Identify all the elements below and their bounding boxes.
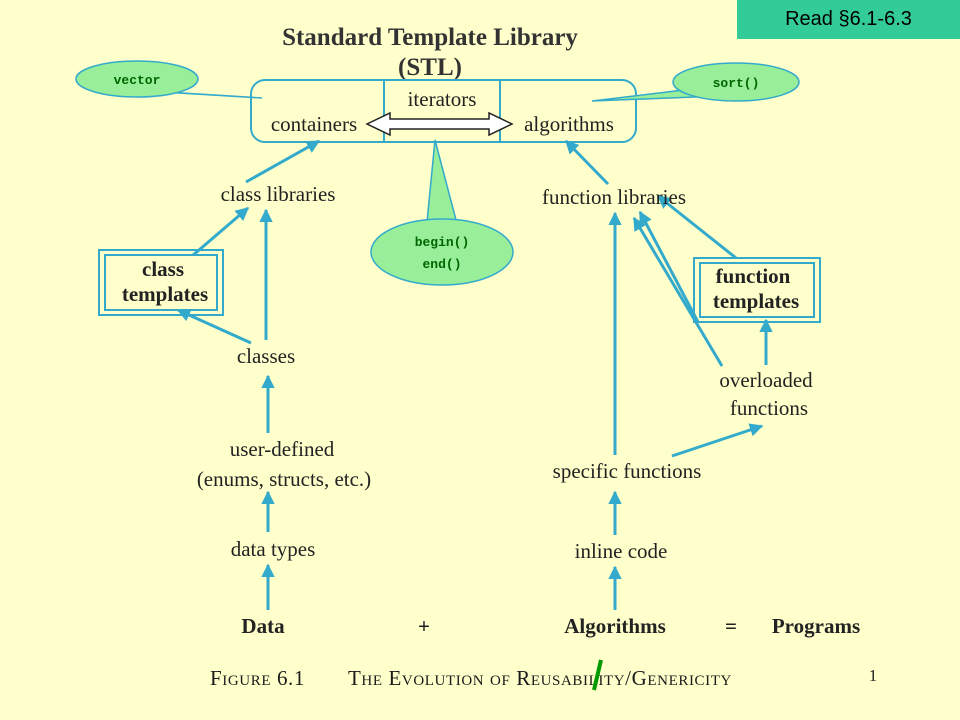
diagram-subtitle: (STL) bbox=[398, 54, 462, 81]
arrow-ftemplates-to-funclib-1 bbox=[638, 210, 700, 323]
arrow-ftemplates-to-funclib-2 bbox=[656, 194, 737, 260]
callout-sort: sort() bbox=[591, 62, 800, 102]
arrow-specific-to-overloaded bbox=[671, 423, 764, 458]
slash-mark bbox=[592, 659, 603, 691]
callout-begin-text: begin() bbox=[415, 235, 470, 250]
arrow-funclib-to-algorithms bbox=[564, 139, 610, 186]
arrow-overloaded-to-funclib bbox=[632, 216, 724, 367]
diagram-title: Standard Template Library bbox=[282, 24, 578, 51]
plus-sign: + bbox=[418, 614, 430, 638]
class-templates-line2: templates bbox=[122, 282, 208, 306]
function-libraries-label: function libraries bbox=[542, 185, 686, 209]
stl-box: containers iterators algorithms bbox=[250, 79, 637, 143]
reading-badge: Read §6.1-6.3 bbox=[737, 0, 960, 39]
equals-sign: = bbox=[725, 614, 737, 638]
inline-code-label: inline code bbox=[575, 539, 668, 563]
user-defined-line1: user-defined bbox=[230, 437, 335, 461]
figure-number: Figure 6.1 bbox=[210, 666, 305, 690]
user-defined-line2: (enums, structs, etc.) bbox=[197, 467, 371, 491]
callout-sort-text: sort() bbox=[713, 76, 760, 91]
function-templates-line2: templates bbox=[713, 289, 799, 313]
algorithms-label: algorithms bbox=[524, 112, 614, 136]
class-templates-line1: class bbox=[142, 257, 184, 281]
classes-label: classes bbox=[237, 344, 295, 368]
function-templates-box: function templates bbox=[693, 257, 821, 323]
class-libraries-label: class libraries bbox=[221, 182, 336, 206]
containers-label: containers bbox=[271, 112, 357, 136]
figure-title: The Evolution of Reusability/Genericity bbox=[348, 666, 732, 690]
callout-vector-text: vector bbox=[114, 73, 161, 88]
arrow-classlib-to-containers bbox=[245, 139, 321, 184]
right-branch-arrows bbox=[564, 139, 773, 610]
arrow-templates-to-classlib bbox=[191, 206, 250, 258]
programs-label: Programs bbox=[772, 614, 860, 638]
iterators-double-arrow bbox=[365, 111, 514, 137]
overloaded-line2: functions bbox=[730, 396, 808, 420]
algorithms-bottom-label: Algorithms bbox=[564, 614, 666, 638]
callout-end-text: end() bbox=[422, 257, 461, 272]
data-label: Data bbox=[241, 614, 285, 638]
specific-functions-label: specific functions bbox=[553, 459, 702, 483]
callout-vector: vector bbox=[75, 60, 263, 99]
callout-begin-end: begin() end() bbox=[370, 139, 514, 286]
iterators-label: iterators bbox=[408, 87, 477, 111]
class-templates-box: class templates bbox=[98, 249, 224, 316]
function-templates-line1: function bbox=[716, 264, 791, 288]
data-types-label: data types bbox=[231, 537, 316, 561]
page-number: 1 bbox=[869, 666, 878, 685]
overloaded-line1: overloaded bbox=[719, 368, 813, 392]
